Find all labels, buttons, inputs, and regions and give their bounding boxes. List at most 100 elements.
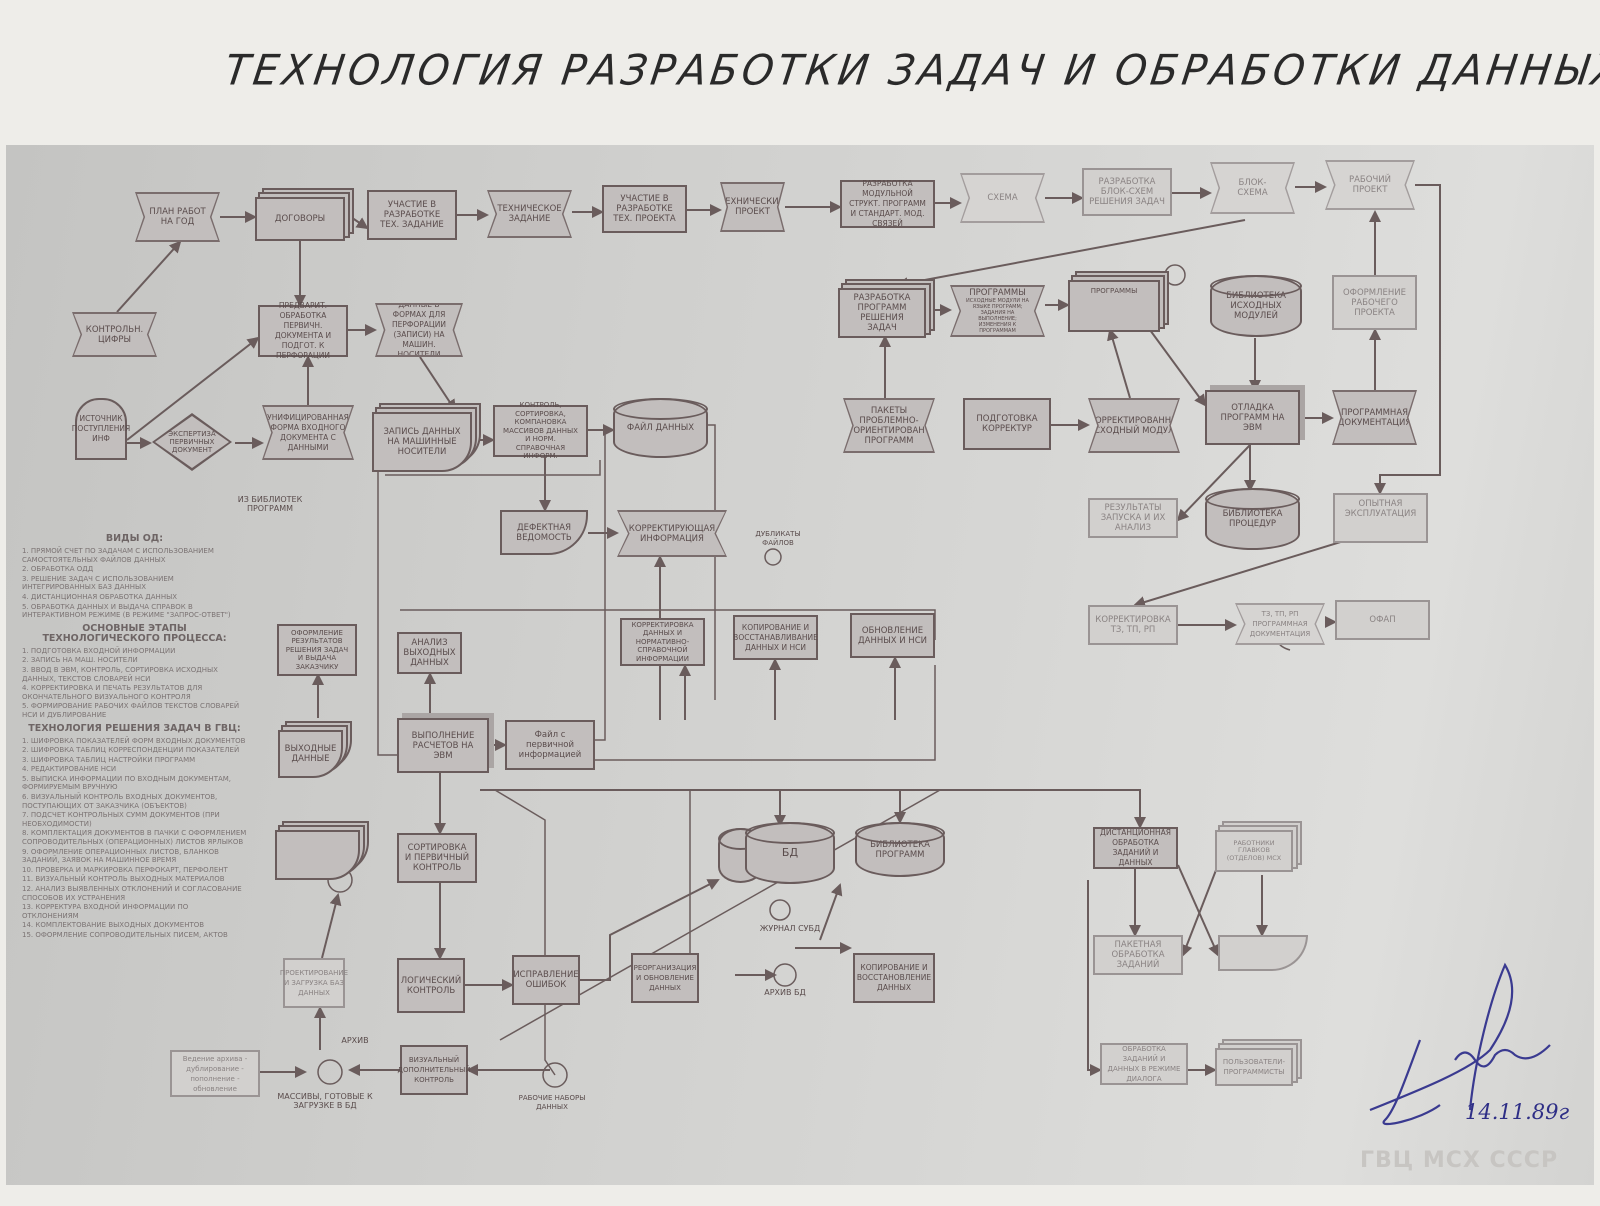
legend-item: 5. Обработка данных и выдача справок в и…	[22, 602, 231, 620]
node-paketnaya: Пакетная обработка заданий	[1093, 935, 1183, 975]
node-reorg: Реорганизация и обновление данных	[631, 953, 699, 1003]
node-vypolnenie: Выполнение расчетов на ЭВМ	[397, 718, 489, 773]
node-rez-zapuska: Результаты запуска и их анализ	[1088, 498, 1178, 538]
node-kopir-vosst: Копирование и восстановление данных	[853, 953, 935, 1003]
label-arhiv: Архив	[341, 1036, 369, 1045]
node-unific: Унифицированная форма входного документа…	[262, 405, 354, 460]
node-tz: Техническое задание	[487, 190, 572, 238]
node-fail-dannyh: Файл данных	[613, 398, 708, 458]
node-ispravl: Исправление ошибок	[512, 955, 580, 1005]
legend-item: 1. Прямой счет по задачам с использовани…	[22, 547, 214, 564]
signature	[1369, 962, 1551, 1126]
label-zhurnal: Журнал СУБД	[759, 924, 821, 933]
stamp: ГВЦ МСХ СССР	[1360, 1148, 1559, 1173]
legend-item: 3. Решение задач с использованием интегр…	[22, 574, 174, 592]
legend-item: 4. Редактирование НСИ	[22, 765, 117, 774]
legend-tech-title: Технология решения задач в ГВЦ:	[28, 722, 241, 734]
legend-item: 3. Ввод в ЭВМ, контроль, сортировка исхо…	[22, 665, 218, 683]
node-sortirovka: Сортировка и первичный контроль	[397, 833, 477, 883]
node-korr-dannyh: Корректировка данных и нормативно-справо…	[620, 618, 705, 666]
node-tp: Технический проект	[720, 182, 785, 232]
node-uchastie-tp: Участие в разработке тех. проекта	[602, 185, 687, 233]
node-vizual: Визуальный дополнительный контроль	[398, 1045, 471, 1095]
legend-item: 5. Формирование рабочих файлов текстов с…	[22, 702, 240, 719]
legend-item: 2. Обработка ОДД	[22, 565, 94, 574]
node-blok-schema: Блок-схема	[1210, 162, 1295, 214]
node-mod-struct: Разработка модульной структ. программ и …	[840, 179, 935, 228]
node-korr-info: Корректирующая информация	[617, 510, 727, 557]
legend-item: 2. Шифровка таблиц корреспонденции показ…	[22, 746, 240, 755]
node-logich: Логический контроль	[397, 958, 465, 1013]
node-dialog: Обработка заданий и данных в режиме диал…	[1100, 1043, 1188, 1085]
node-skorr: Скорректированный исходный модуль	[1088, 398, 1180, 453]
legend-types-title: Виды ОД:	[105, 533, 164, 544]
legend: Виды ОД: 1. Прямой счет по задачам с исп…	[22, 530, 247, 941]
signature-date: 14.11.89г	[1465, 1100, 1570, 1124]
node-podg-korr: Подготовка корректур	[963, 398, 1051, 450]
legend-item: 8. Комплектация документов в пачки с офо…	[22, 829, 247, 847]
node-programmy-doc: Программыисходные модули на языке програ…	[950, 285, 1045, 337]
node-plan: План работ на год	[135, 192, 220, 242]
label-iz-bibl: Из библиотек программ	[237, 495, 303, 513]
legend-item: 4. Дистанционная обработка данных	[22, 592, 178, 601]
node-blok-razrab: Разработка блок-схем решения задач	[1082, 168, 1172, 216]
legend-item: 14. Комплектование выходных документов	[22, 921, 205, 930]
label-arhiv-bd: Архив БД	[764, 988, 806, 997]
label-massivy: Массивы, готовые к загрузке в БД	[277, 1092, 373, 1110]
node-schema: Схема	[960, 173, 1045, 223]
node-obnovl: Обновление данных и НСИ	[850, 613, 935, 658]
node-proekt-bd: Проектирование и загрузка баз данных	[280, 958, 348, 1008]
legend-item: 6. Визуальный контроль входных документо…	[22, 793, 218, 810]
node-fail-perv: Файл с первичной информацией	[505, 720, 595, 770]
node-tz-tp-rp: ТЗ, ТП, РП программная документация	[1235, 603, 1325, 645]
legend-stages-title: Основные этапы технологического процесса…	[42, 622, 227, 644]
node-ekspertiza: Экспертиза первичных документ	[152, 413, 232, 471]
legend-item: 12. Анализ выявленных отклонений и согла…	[22, 885, 242, 902]
node-predvarit: Предварит. обработка первичн. документа …	[258, 301, 348, 360]
node-razrab-prog: Разработка программ решения задач	[838, 288, 926, 338]
label-rab-nabory: Рабочие наборы данных	[518, 1094, 586, 1111]
node-bibl-prog: Библиотека программ	[855, 822, 945, 877]
node-polzovateli: Пользователи-программисты	[1215, 1048, 1293, 1086]
node-rabotniki: Работники Главков (отделов) МСХ	[1215, 830, 1293, 872]
legend-item: 2. Запись на маш. носители	[22, 656, 138, 665]
node-dogovory: Договоры	[255, 197, 345, 241]
legend-item: 5. Выписка информации по входным докумен…	[22, 774, 232, 792]
node-prog-dok: Программная документация	[1332, 390, 1417, 445]
legend-item: 4. Корректировка и печать результатов дл…	[22, 684, 203, 701]
node-bd: БД	[745, 822, 835, 884]
node-distanc: Дистанционная обработка заданий и данных	[1093, 827, 1178, 869]
legend-item: 9. Оформление операционных листов, бланк…	[22, 847, 219, 865]
legend-item: 3. Шифровка таблиц настройки программ	[22, 755, 196, 764]
node-bibl-proc: Библиотека процедур	[1205, 488, 1300, 550]
node-korr-tz: Корректировка ТЗ, ТП, РП	[1088, 605, 1178, 645]
label-dublikaty: Дубликаты файлов	[755, 530, 801, 547]
node-kopir-nsi: Копирование и восстанавливание данных и …	[733, 615, 818, 660]
node-uchastie-tz: Участие в разработке тех. задание	[367, 190, 457, 240]
node-ofap: ОФАП	[1335, 600, 1430, 640]
node-kontrol-sort: Контроль, сортировка, компановка массиво…	[493, 401, 588, 460]
node-istochnik: Источник поступления инф	[72, 398, 130, 460]
node-vedenie: Ведение архива - дублирование - пополнен…	[170, 1050, 260, 1097]
node-oform-rab: Оформление рабочего проекта	[1332, 275, 1417, 330]
node-otladka: Отладка программ на ЭВМ	[1205, 390, 1300, 445]
node-dannye-formy: Данные в формах для перфорации (записи) …	[375, 303, 463, 357]
legend-item: 1. Подготовка входной информации	[22, 646, 176, 655]
legend-item: 11. Визуальный контроль выходных материа…	[22, 875, 225, 884]
legend-item: 1. Шифровка показателей форм входных док…	[22, 736, 246, 745]
legend-item: 7. Подсчет контрольных сумм документов (…	[22, 811, 220, 828]
node-vyhodnye: Выходные данные	[278, 730, 343, 778]
node-zapis: Запись данных на машинные носители	[372, 412, 472, 472]
node-pakety: Пакеты проблемно-ориентирован программ	[843, 398, 935, 453]
node-oform-rez: Оформление результатов решения задач и в…	[277, 624, 357, 676]
node-kontrol-cifry: Контрольн. цифры	[72, 312, 157, 357]
node-opyt: Опытная эксплуатация	[1333, 493, 1428, 543]
node-programmy-screen: Программы	[1068, 280, 1160, 332]
legend-item: 13. Корректура входной информации по отк…	[22, 903, 189, 920]
node-rab-proekt: Рабочий проект	[1325, 160, 1415, 210]
legend-item: 15. Оформление сопроводительных писем, а…	[22, 930, 228, 939]
legend-item: 10. Проверка и маркировка перфокарт, пер…	[22, 865, 228, 874]
node-analiz: Анализ выходных данных	[397, 632, 462, 674]
node-bibl-ish: Библиотека исходных модулей	[1210, 275, 1302, 337]
node-printer-output	[275, 830, 360, 880]
